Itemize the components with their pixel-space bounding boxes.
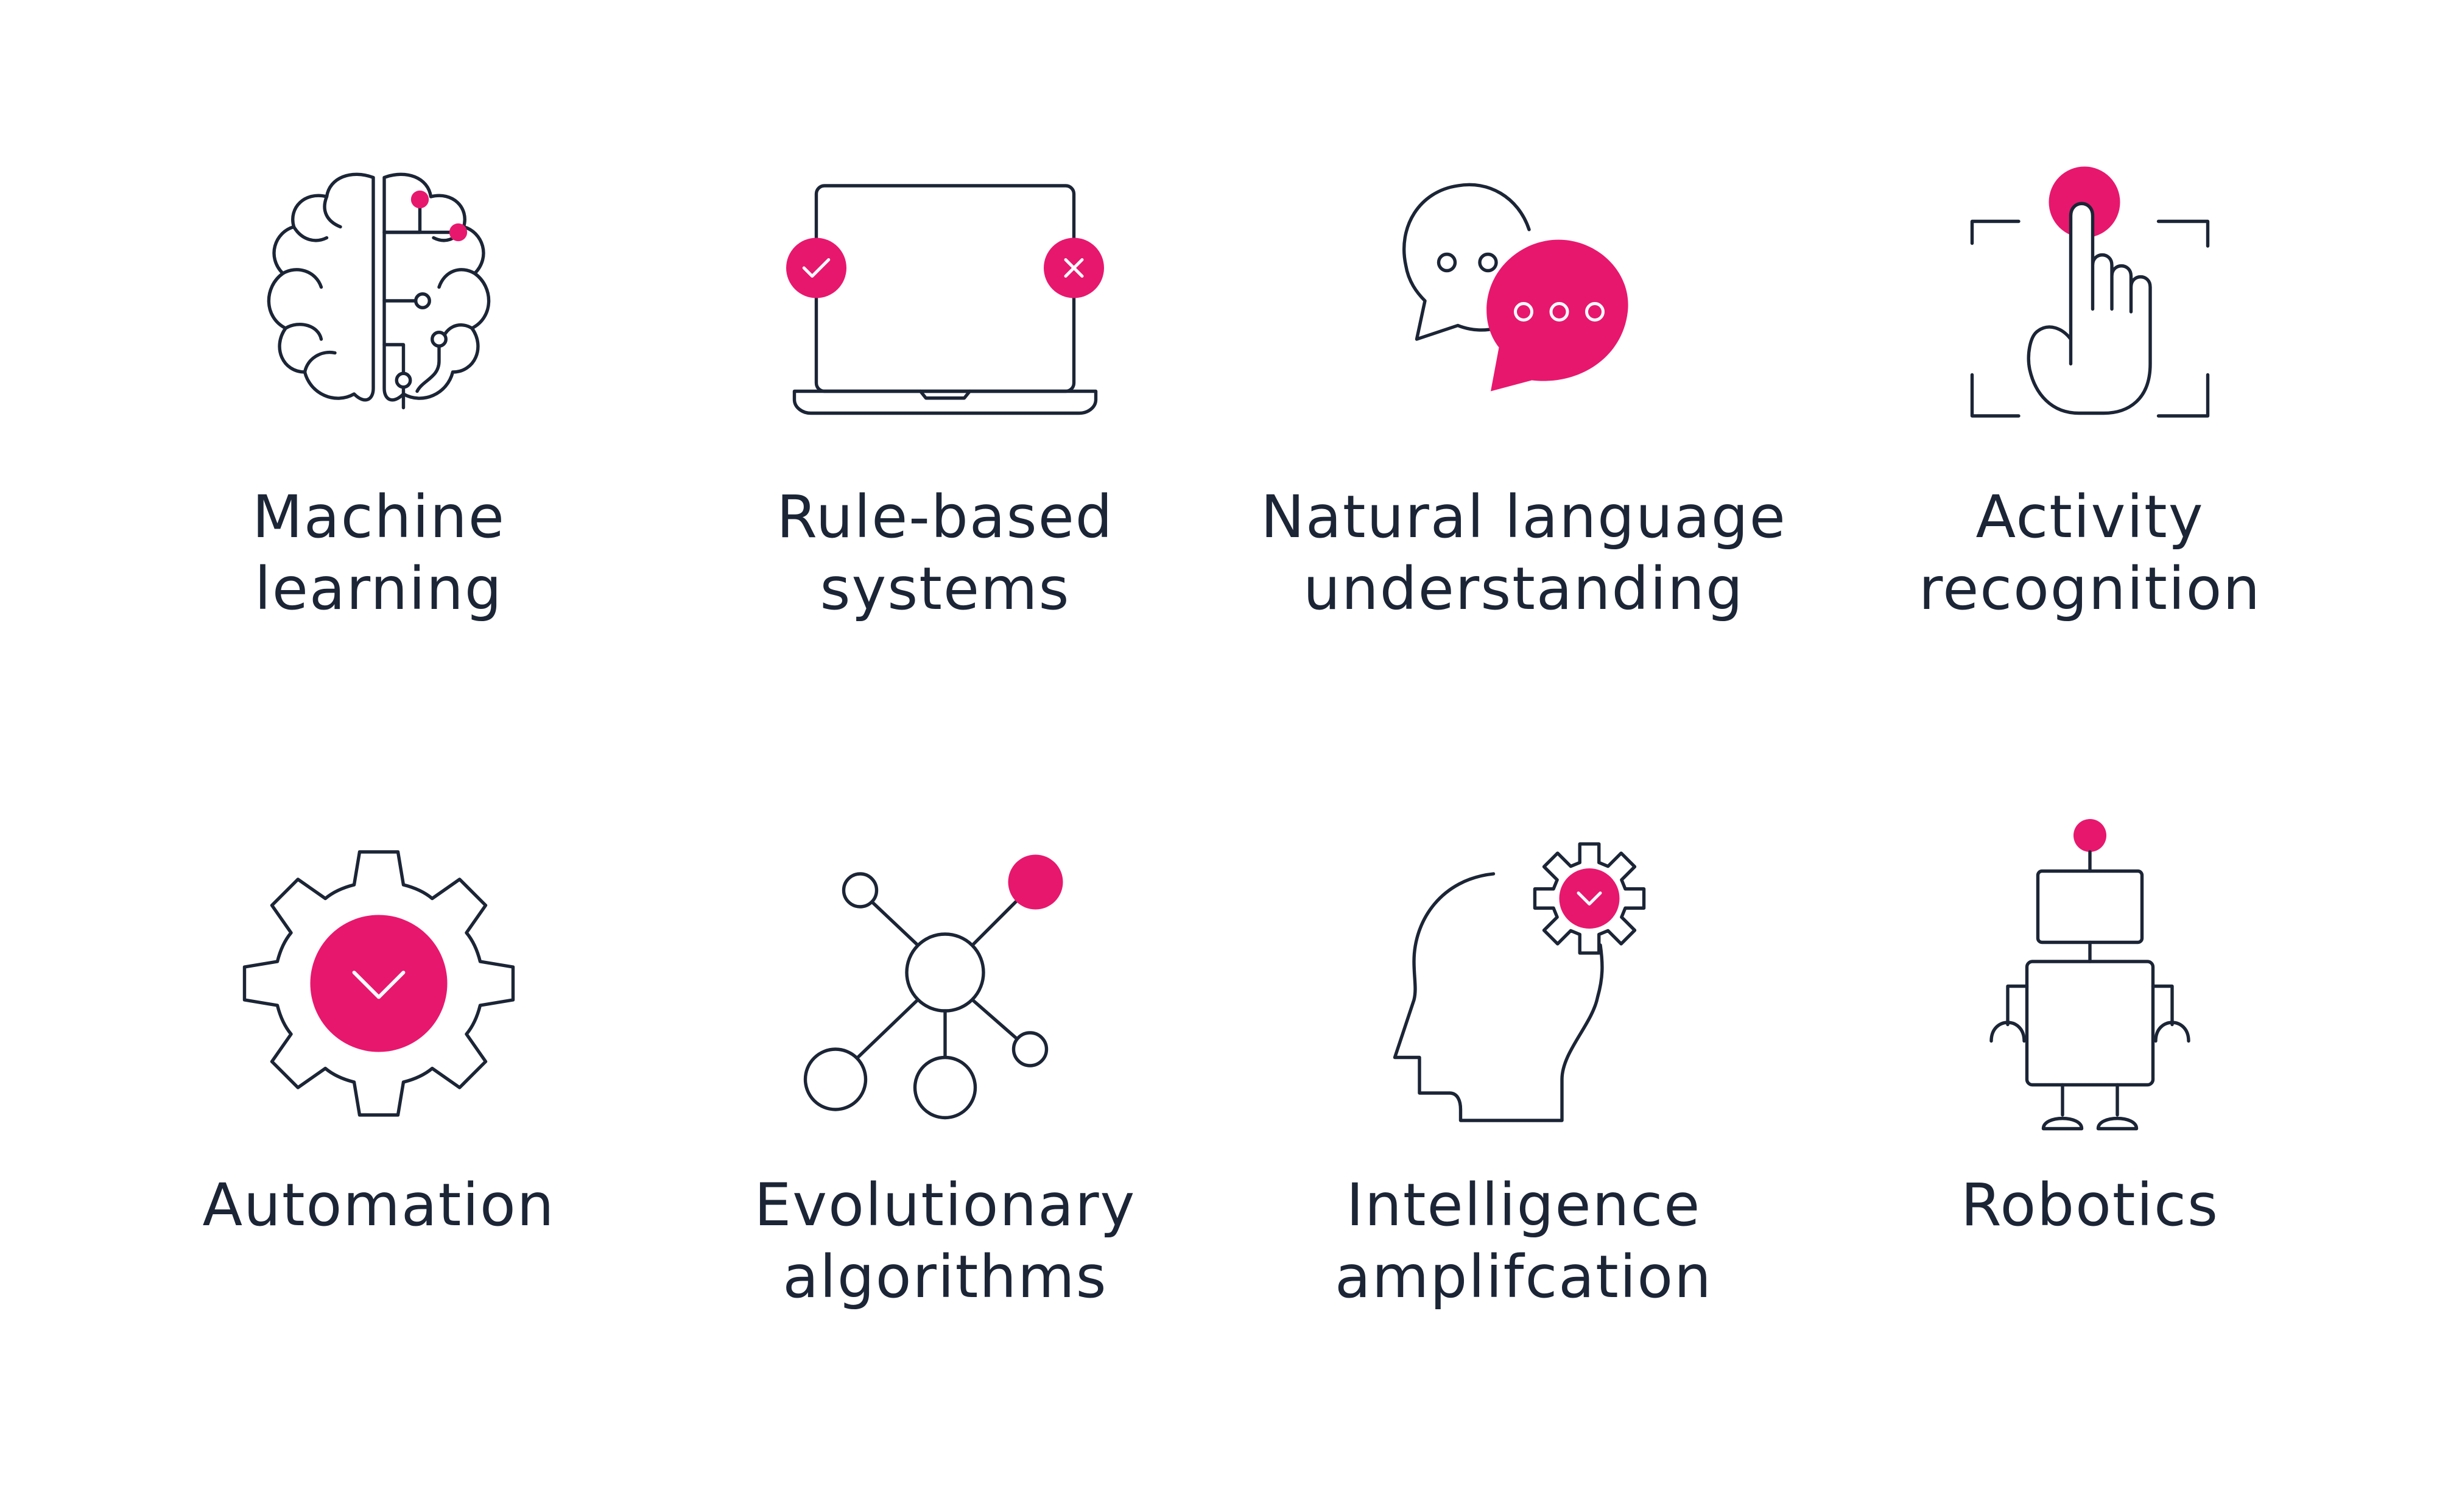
hand-pointer-icon [1970,166,2210,418]
item-robotics: Robotics [1816,819,2364,1394]
item-machine-learning: Machine learning [105,158,653,706]
item-activity-recognition: Activity recognition [1816,158,2364,706]
item-label: Natural language understanding [1261,483,1787,623]
item-label: Evolutionary algorithms [754,1171,1136,1311]
network-nodes-icon [803,854,1063,1120]
item-label: Rule-based systems [776,483,1114,623]
item-label: Automation [202,1171,555,1239]
speech-bubbles-icon [1402,183,1628,392]
robot-icon [1989,819,2190,1131]
item-natural-language-understanding: Natural language understanding [1250,158,1798,706]
item-evolutionary-algorithms: Evolutionary algorithms [671,846,1219,1394]
gear-icon [242,850,515,1117]
laptop-check-cross-icon [786,184,1104,415]
item-label: Intelligence amplifcation [1335,1171,1712,1311]
head-gear-icon [1393,842,1646,1122]
brain-circuit-icon [267,172,491,410]
item-label: Activity recognition [1918,483,2262,623]
item-automation: Automation [105,846,653,1394]
item-intelligence-amplification: Intelligence amplifcation [1250,842,1798,1394]
item-label: Robotics [1961,1171,2219,1239]
item-label: Machine learning [252,483,505,623]
item-rule-based-systems: Rule-based systems [671,158,1219,706]
